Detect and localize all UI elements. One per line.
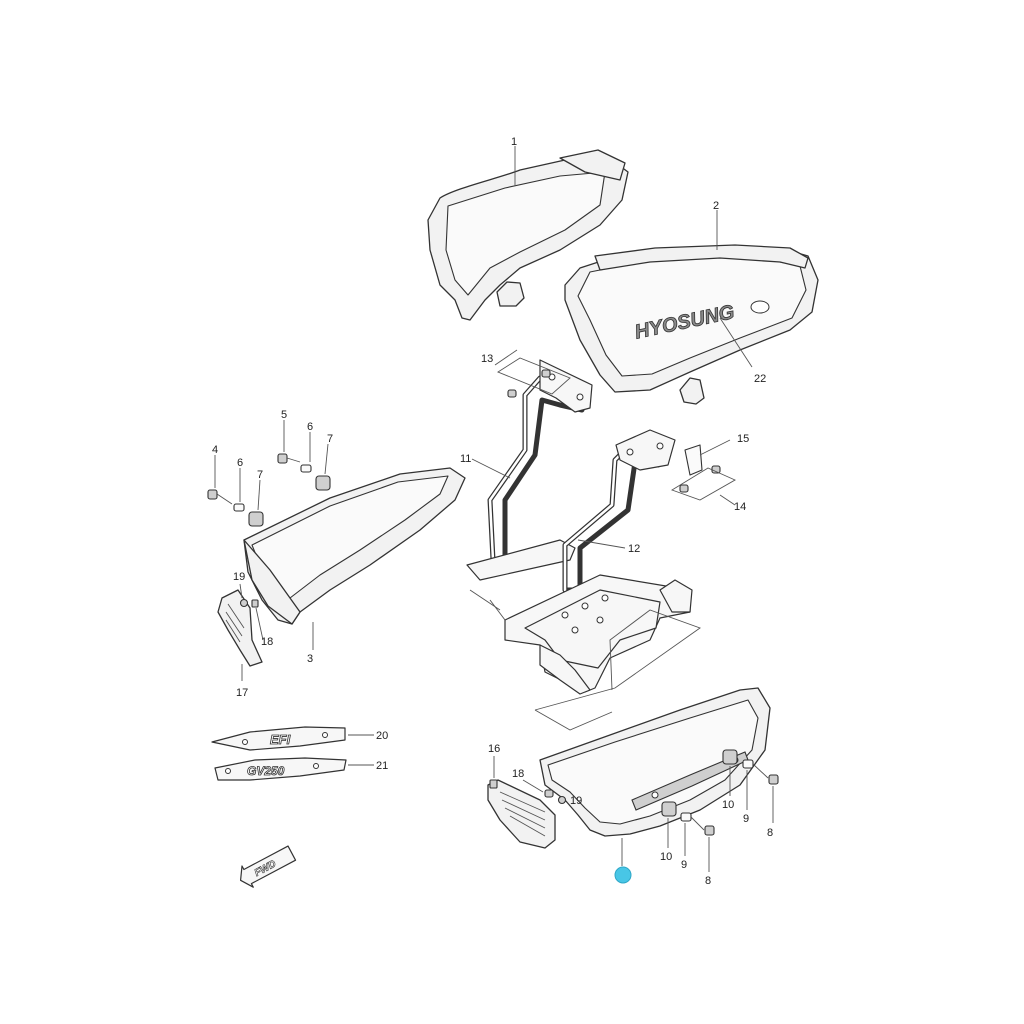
callout-5a: 5 (281, 409, 287, 421)
callout-10a: 10 (722, 799, 734, 811)
fastener-group-upper[interactable] (277, 420, 331, 491)
callout-12: 12 (628, 543, 640, 555)
callout-4-highlight[interactable] (614, 866, 632, 884)
callout-13: 13 (481, 353, 493, 365)
gv250-logo: GV250 (247, 764, 285, 778)
fastener-13[interactable] (494, 349, 571, 398)
part-16-grille-right[interactable] (487, 756, 556, 849)
assembly-lines (534, 609, 701, 731)
part-20-efi-emblem[interactable]: EFI (211, 726, 374, 751)
callout-10b: 10 (660, 851, 672, 863)
callout-19a: 19 (233, 571, 245, 583)
fastener-group-lower[interactable] (207, 455, 264, 527)
part-4-right-lower-cover[interactable] (539, 687, 771, 866)
part-12-bracket[interactable] (562, 429, 676, 593)
callout-8b: 8 (705, 875, 711, 887)
part-21-gv250-emblem[interactable]: GV250 (214, 757, 374, 781)
callout-2: 2 (713, 200, 719, 212)
lower-mounting-frame[interactable] (469, 574, 693, 695)
callout-14: 14 (734, 501, 746, 513)
part-1-inner-cover[interactable] (427, 146, 629, 321)
part-2-outer-cover[interactable]: HYOSUNG (564, 210, 819, 405)
callout-22: 22 (754, 373, 766, 385)
callout-15: 15 (737, 433, 749, 445)
fastener-8-9-10-lower[interactable] (661, 801, 715, 872)
callout-20: 20 (376, 730, 388, 742)
callout-1: 1 (511, 136, 517, 148)
callout-21: 21 (376, 760, 388, 772)
callout-18b: 18 (512, 768, 524, 780)
callout-9b: 9 (681, 859, 687, 871)
part-3-left-lower-cover[interactable] (243, 467, 466, 650)
callout-7a: 7 (327, 433, 333, 445)
callout-19b: 19 (570, 795, 582, 807)
fastener-8-9-10-upper[interactable] (722, 749, 779, 823)
callout-6a: 6 (307, 421, 313, 433)
fastener-14-15[interactable] (670, 439, 736, 506)
callout-17: 17 (236, 687, 248, 699)
part-11-bracket[interactable] (466, 359, 593, 581)
fastener-18-19-right[interactable] (522, 779, 567, 805)
callout-5b: 4 (212, 444, 218, 456)
callout-7b: 7 (257, 469, 263, 481)
fwd-arrow-icon: FWD (239, 845, 297, 888)
part-17-grille-left[interactable] (217, 583, 264, 681)
callout-9a: 9 (743, 813, 749, 825)
callout-16: 16 (488, 743, 500, 755)
callout-6b: 6 (237, 457, 243, 469)
callout-3: 3 (307, 653, 313, 665)
efi-logo: EFI (270, 732, 291, 747)
callout-11: 11 (460, 453, 471, 465)
callout-18a: 18 (261, 636, 273, 648)
callout-8a: 8 (767, 827, 773, 839)
